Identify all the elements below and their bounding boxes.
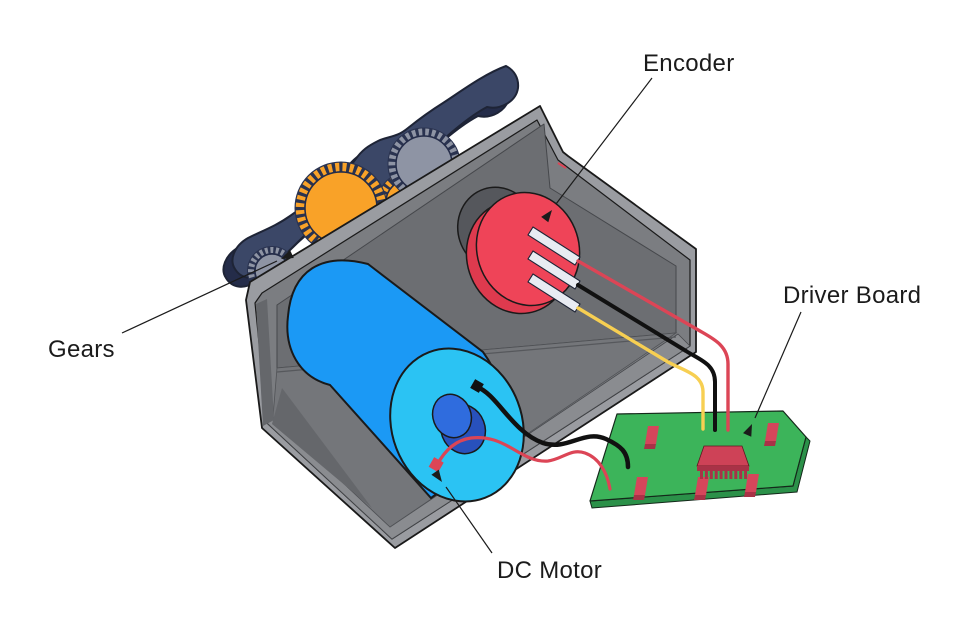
wire-motor-black [474, 384, 631, 470]
board-component [764, 423, 779, 446]
leader-dc-motor-line [445, 486, 493, 554]
wire-encoder-black [576, 283, 717, 432]
driver-board [589, 410, 811, 509]
leader-dc-motor-arrowhead [431, 469, 442, 482]
leader-driver-board-line [754, 311, 802, 419]
wires [435, 259, 730, 491]
callout-dc-motor: DC Motor [431, 469, 602, 584]
chip-side [697, 466, 749, 471]
board-chip [696, 445, 750, 479]
encoder-pin [527, 226, 581, 266]
label-dc-motor: DC Motor [497, 557, 602, 584]
label-encoder: Encoder [643, 50, 735, 77]
leader-encoder-arrowhead [541, 210, 552, 223]
label-gears: Gears [48, 336, 115, 363]
label-driver-board: Driver Board [783, 282, 921, 309]
callout-driver-board: Driver Board [743, 282, 921, 437]
callout-encoder: Encoder [541, 50, 735, 223]
encoder-pins [527, 226, 581, 313]
housing-left-wall-inner [256, 299, 274, 426]
wire-encoder-yellow [576, 306, 705, 431]
step-red-accent [557, 162, 567, 169]
encoder-disc [475, 191, 581, 307]
chip-body [696, 445, 750, 467]
callouts: Encoder Gears Driver Board DC Motor [48, 50, 921, 584]
leader-gears-line [121, 260, 278, 334]
encoder-pin [527, 250, 581, 290]
callout-gears: Gears [48, 249, 294, 363]
board-components [633, 423, 779, 500]
board-component [694, 477, 709, 500]
wire-encoder-red [576, 259, 730, 432]
board-component [744, 474, 759, 497]
motor-hub [431, 393, 473, 439]
housing-floor-shadow [272, 388, 372, 508]
leader-encoder-line [555, 77, 653, 205]
encoder-pin [527, 273, 581, 313]
encoder-assembly [456, 186, 581, 315]
board-component [633, 477, 648, 500]
dc-motor [286, 259, 525, 503]
wire-motor-red [435, 436, 612, 491]
leader-gears-arrowhead [281, 249, 294, 259]
leader-driver-board-arrowhead [743, 424, 752, 437]
board-component [644, 426, 659, 449]
